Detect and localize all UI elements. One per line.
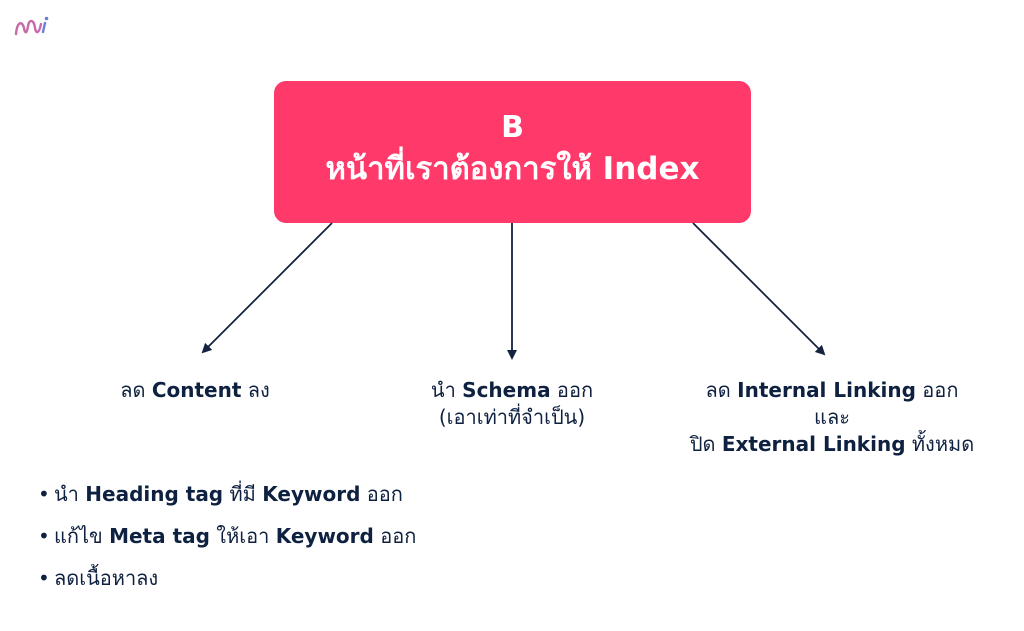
root-node: B หน้าที่เราต้องการให้ Index (274, 81, 751, 223)
list-item: •นำ Heading tag ที่มี Keyword ออก (38, 482, 403, 506)
arrow-left (201, 222, 333, 354)
node-remove-schema: นำ Schema ออก (เอาเท่าที่จำเป็น) (402, 377, 622, 431)
root-title: หน้าที่เราต้องการให้ Index (325, 151, 700, 187)
node-center-line2: (เอาเท่าที่จำเป็น) (438, 405, 586, 429)
node-reduce-content: ลด Content ลง (95, 377, 295, 404)
brand-logo-icon (14, 16, 49, 36)
node-left-text: ลด Content ลง (120, 378, 270, 402)
node-right-line1: ลด Internal Linking ออก (705, 378, 959, 402)
content-bullet-list: •นำ Heading tag ที่มี Keyword ออก •แก้ไข… (38, 480, 416, 606)
node-linking: ลด Internal Linking ออก และ ปิด External… (672, 377, 992, 458)
arrow-right (692, 222, 826, 356)
node-right-line2: และ (814, 405, 850, 429)
list-item: •แก้ไข Meta tag ให้เอา Keyword ออก (38, 524, 417, 548)
node-right-line3: ปิด External Linking ทั้งหมด (689, 432, 975, 456)
list-item: •ลดเนื้อหาลง (38, 566, 159, 590)
node-center-line1: นำ Schema ออก (430, 378, 594, 402)
root-letter: B (501, 110, 524, 145)
